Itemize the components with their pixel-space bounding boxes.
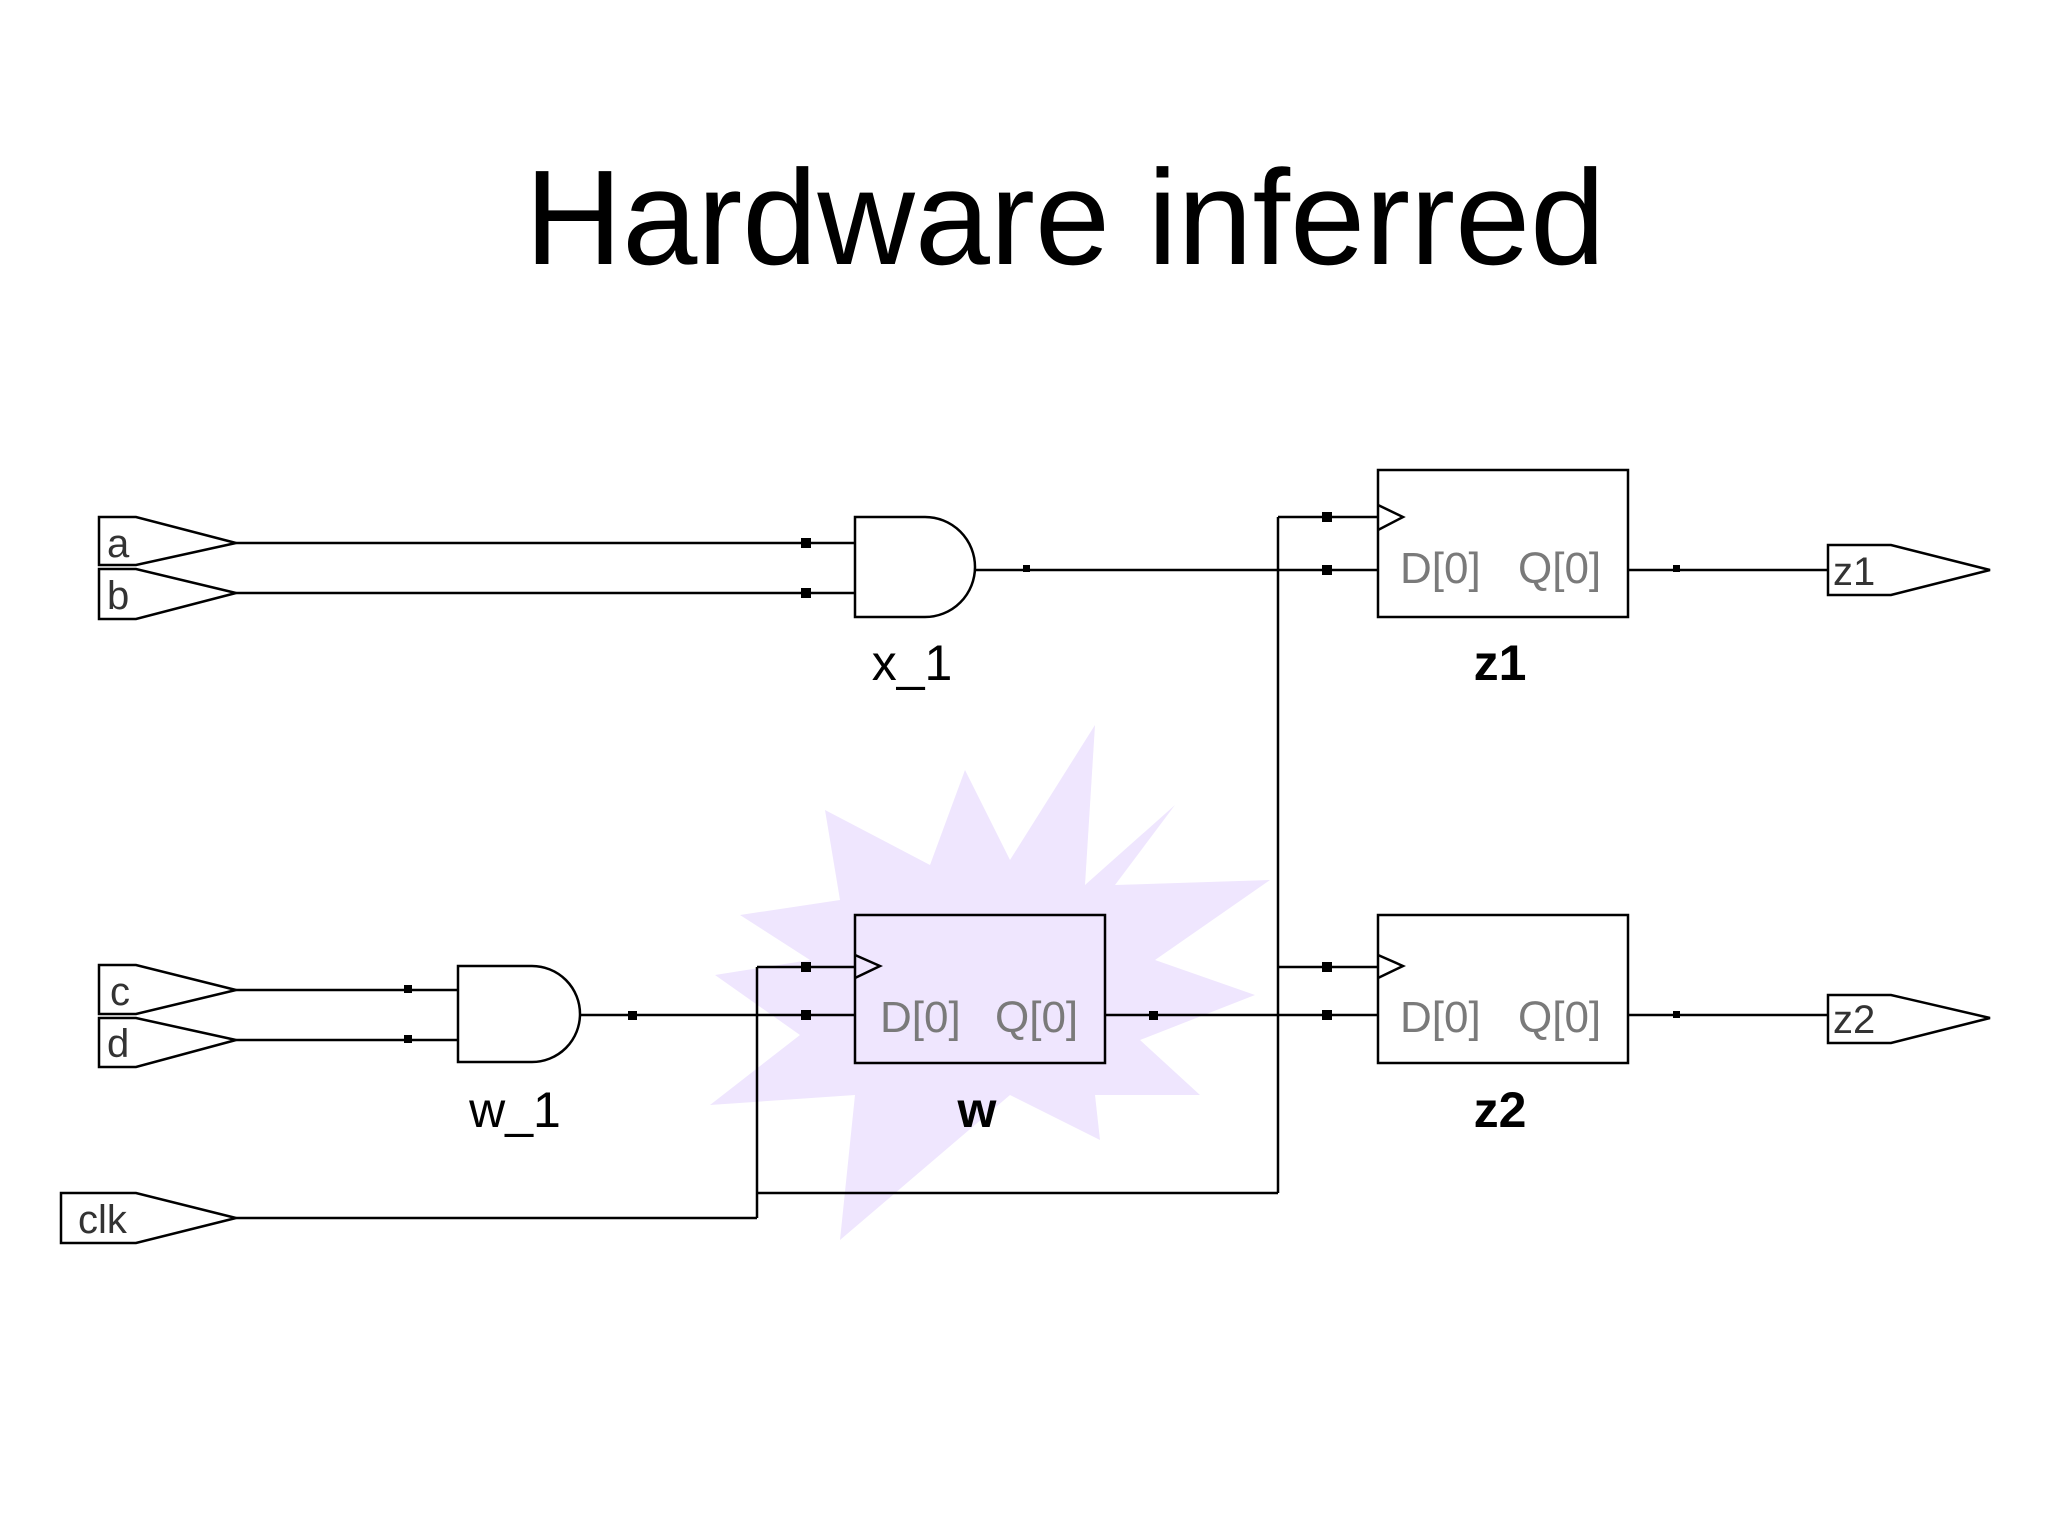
register-w-label: w [957,1082,997,1138]
pin-dots [404,512,1680,1043]
port-label-d: d [107,1022,129,1066]
port-label-b: b [107,574,129,618]
input-port-clk: clk [59,1191,237,1245]
register-z2-d-pin: D[0] [1400,993,1481,1042]
wires [236,515,1828,1220]
port-label-a: a [107,522,130,566]
output-port-z2: z2 [1826,993,1991,1045]
register-w-d-pin: D[0] [880,993,961,1042]
register-w: D[0] Q[0] w [853,913,1107,1138]
register-z2-q-pin: Q[0] [1518,993,1601,1042]
register-z1: D[0] Q[0] z1 [1376,468,1630,691]
output-port-z1: z1 [1826,543,1991,597]
and-gate-x1: x_1 [853,515,977,691]
input-port-a: a [97,515,237,567]
slide-title: Hardware inferred [524,142,1606,293]
highlight-burst [710,725,1270,1240]
register-z1-d-pin: D[0] [1400,544,1481,593]
port-label-c: c [110,970,130,1014]
register-z2: D[0] Q[0] z2 [1376,913,1630,1138]
register-z1-label: z1 [1474,635,1527,691]
input-port-c: c [97,963,237,1016]
gate-label-x1: x_1 [872,635,953,691]
port-label-clk: clk [78,1198,128,1242]
register-z2-label: z2 [1474,1082,1527,1138]
port-label-z1: z1 [1833,550,1875,594]
register-w-q-pin: Q[0] [995,993,1078,1042]
input-port-d: d [97,1016,237,1069]
input-port-b: b [97,567,237,621]
and-gate-w1: w_1 [456,964,582,1138]
port-label-z2: z2 [1833,998,1875,1042]
gate-label-w1: w_1 [468,1082,561,1138]
register-z1-q-pin: Q[0] [1518,544,1601,593]
